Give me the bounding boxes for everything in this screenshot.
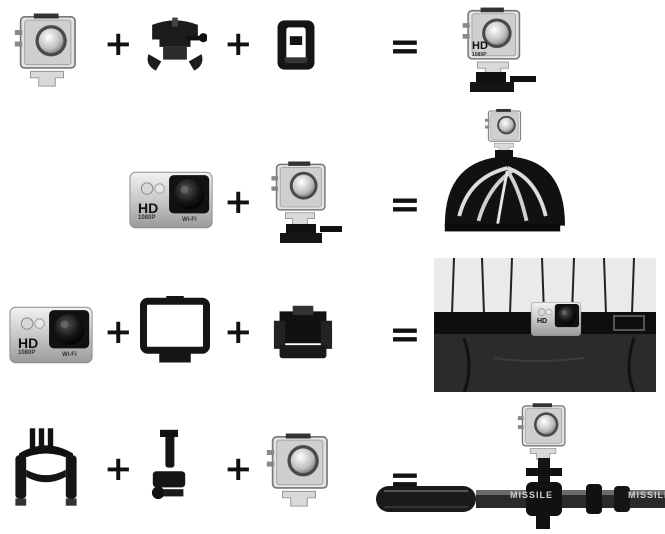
brand-label: MISSILE bbox=[510, 490, 553, 500]
camera-with-mount: HD 1080P bbox=[448, 6, 538, 94]
equals-sign: = bbox=[389, 185, 421, 223]
camera: HD 1080P Wi-Fi bbox=[8, 305, 94, 365]
camera-on-helmet bbox=[440, 108, 565, 236]
wifi-label: Wi-Fi bbox=[182, 217, 197, 223]
camera-on-belt: HD bbox=[434, 258, 656, 392]
camera: HD 1080P Wi-Fi bbox=[128, 170, 214, 230]
wifi-label: Wi-Fi bbox=[62, 352, 77, 358]
plus-sign: + bbox=[104, 452, 133, 486]
brand-label: MISSILE bbox=[628, 490, 665, 500]
frame-mount bbox=[140, 296, 210, 366]
equals-sign: = bbox=[389, 315, 421, 353]
extension-arm bbox=[150, 428, 188, 500]
resolution-label: 1080P bbox=[472, 52, 486, 58]
hd-label: HD bbox=[138, 200, 158, 216]
clip-mount bbox=[270, 302, 336, 362]
plus-sign: + bbox=[224, 27, 253, 61]
waterproof-housing bbox=[14, 10, 80, 88]
handlebar-mount bbox=[10, 426, 82, 508]
camera-on-handlebar: MISSILE MISSILE bbox=[376, 402, 665, 529]
plus-sign: + bbox=[224, 315, 253, 349]
plus-sign: + bbox=[224, 185, 253, 219]
hd-label: HD bbox=[18, 335, 38, 351]
plus-sign: + bbox=[104, 315, 133, 349]
waterproof-housing-with-mount bbox=[264, 160, 344, 246]
waterproof-housing bbox=[266, 430, 332, 508]
resolution-label: 1080P bbox=[18, 350, 35, 356]
plus-sign: + bbox=[224, 452, 253, 486]
plus-sign: + bbox=[104, 27, 133, 61]
equals-sign: = bbox=[389, 27, 421, 65]
flat-adhesive-mount bbox=[274, 17, 318, 73]
quick-release-buckle bbox=[143, 17, 207, 73]
hd-label: HD bbox=[537, 318, 547, 325]
resolution-label: 1080P bbox=[138, 215, 155, 221]
hd-label: HD bbox=[472, 40, 488, 52]
